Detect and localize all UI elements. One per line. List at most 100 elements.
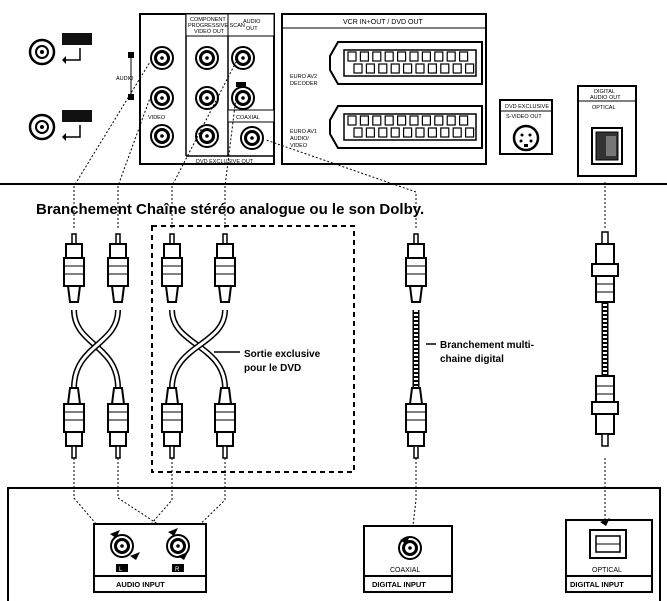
scart-pin [390, 63, 400, 74]
video-out-jack [149, 123, 175, 149]
scart-pin [427, 127, 437, 138]
scart-pin [446, 115, 456, 126]
scart-pin [434, 51, 444, 62]
dvd-exclusive-note-1: Sortie exclusive [244, 349, 321, 360]
antenna-in-tag [62, 33, 92, 45]
scart-pin [353, 127, 363, 138]
euro-av1-scart-connector [329, 105, 483, 149]
scart-pin [427, 63, 437, 74]
audio-out-label-1: AUDIO [243, 19, 261, 25]
scart-pin [353, 63, 363, 74]
video-out-label: VIDEO [148, 115, 166, 121]
audio-l-out-jack [149, 45, 175, 71]
audio-out-label: AUDIO [116, 76, 134, 82]
scart-pin [384, 115, 394, 126]
scart-pin [378, 63, 388, 74]
dvd-exclusive-note-2: pour le DVD [244, 363, 301, 374]
scart-pin [459, 115, 469, 126]
audio-input-label: AUDIO INPUT [116, 580, 165, 589]
analog-cable-1-top-plugs [63, 233, 129, 303]
coaxial-out-jack [239, 125, 265, 151]
receiver-outline [7, 487, 661, 601]
scart-pin [409, 51, 419, 62]
digital-input-optical-label: DIGITAL INPUT [570, 580, 624, 589]
scart-pin [465, 63, 475, 74]
cables [71, 61, 609, 389]
scart-pin [384, 51, 394, 62]
svideo-out-jack [512, 124, 540, 152]
scart-pin [347, 51, 357, 62]
digital-input-coax-label: DIGITAL INPUT [372, 580, 426, 589]
receiver-audio-l-jack [109, 533, 135, 559]
receiver-coaxial-input-panel: COAXIAL DIGITAL INPUT [363, 525, 453, 593]
left-channel-label: L [119, 567, 123, 573]
optical-input-label: OPTICAL [592, 567, 622, 574]
optical-out-label: OPTICAL [592, 105, 616, 111]
scart-pin [365, 127, 375, 138]
digital-note-1: Branchement multi- [440, 340, 534, 351]
euro-av2-label-1: EURO AV2 [290, 74, 317, 80]
dvd-exclusive-out-label: DVD EXCLUSIVE OUT [196, 159, 254, 165]
component-label-2: PROGRESSIVE SCAN [188, 23, 245, 29]
player-rear-panel: AUDIO VIDEO COMPONENT PROGRESSIVE SCAN V… [28, 13, 637, 177]
audio-r-out-jack [149, 85, 175, 111]
scart-pin [421, 115, 431, 126]
scart-pin [452, 63, 462, 74]
euro-av2-label-2: DECODER [290, 81, 318, 87]
scart-pin [403, 127, 413, 138]
euro-av2-scart-connector [329, 41, 483, 85]
scart-pin [397, 51, 407, 62]
scart-pin [359, 115, 369, 126]
euro-av1-label-3: VIDEO [290, 143, 308, 149]
component-pb-jack [194, 85, 220, 111]
dvd-exclusive-box [151, 225, 355, 473]
receiver-optical-input-panel: OPTICAL DIGITAL INPUT [565, 519, 653, 593]
scart-pin [347, 115, 357, 126]
antenna-out-jack [28, 113, 56, 141]
scart-pin [440, 63, 450, 74]
optical-top-label-1: DIGITAL [594, 89, 615, 95]
connection-heading: Branchement Chaîne stéréo analogue ou le… [36, 201, 424, 218]
scart-pin [365, 63, 375, 74]
component-label-1: COMPONENT [190, 17, 226, 23]
scart-pin [403, 63, 413, 74]
scart-pin [390, 127, 400, 138]
right-channel-label: R [175, 567, 180, 573]
scart-pin [372, 115, 382, 126]
dvd-audio-l-out-jack [230, 45, 256, 71]
scart-pin [421, 51, 431, 62]
optical-out-jack [591, 127, 623, 165]
optical-top-label-2: AUDIO OUT [590, 95, 621, 101]
scart-pin [465, 127, 475, 138]
antenna-out-arrow-icon [66, 125, 81, 138]
audio-out-label-2: OUT [246, 26, 258, 32]
dvd-audio-r-out-jack [230, 85, 256, 111]
scart-pin [415, 127, 425, 138]
scart-pin [409, 115, 419, 126]
scart-pin [440, 127, 450, 138]
antenna-in-arrow-icon [66, 48, 81, 61]
scart-header-label: VCR IN+OUT / DVD OUT [343, 19, 424, 26]
scart-pin [359, 51, 369, 62]
scart-pin [452, 127, 462, 138]
scart-pin [372, 51, 382, 62]
coaxial-out-label: COAXIAL [236, 115, 260, 121]
svideo-top-label: DVD EXCLUSIVE [505, 104, 549, 110]
antenna-out-tag [62, 110, 92, 122]
analog-cable-2-top-plugs [161, 233, 236, 303]
scart-pin [415, 63, 425, 74]
component-label-3: VIDEO OUT [194, 29, 225, 35]
scart-pin [397, 115, 407, 126]
scart-pin [446, 51, 456, 62]
svideo-out-label: S-VIDEO OUT [506, 114, 542, 120]
analog-cable-1-bottom-plugs [63, 387, 129, 459]
component-pr-jack [194, 123, 220, 149]
digital-note-2: chaine digital [440, 354, 504, 365]
antenna-in-jack [28, 38, 56, 66]
analog-cable-2-bottom-plugs [161, 387, 236, 459]
coaxial-input-label: COAXIAL [390, 567, 420, 574]
component-y-jack [194, 45, 220, 71]
euro-av1-label-1: EURO AV1 [290, 129, 317, 135]
optical-cable-plugs [591, 231, 619, 447]
